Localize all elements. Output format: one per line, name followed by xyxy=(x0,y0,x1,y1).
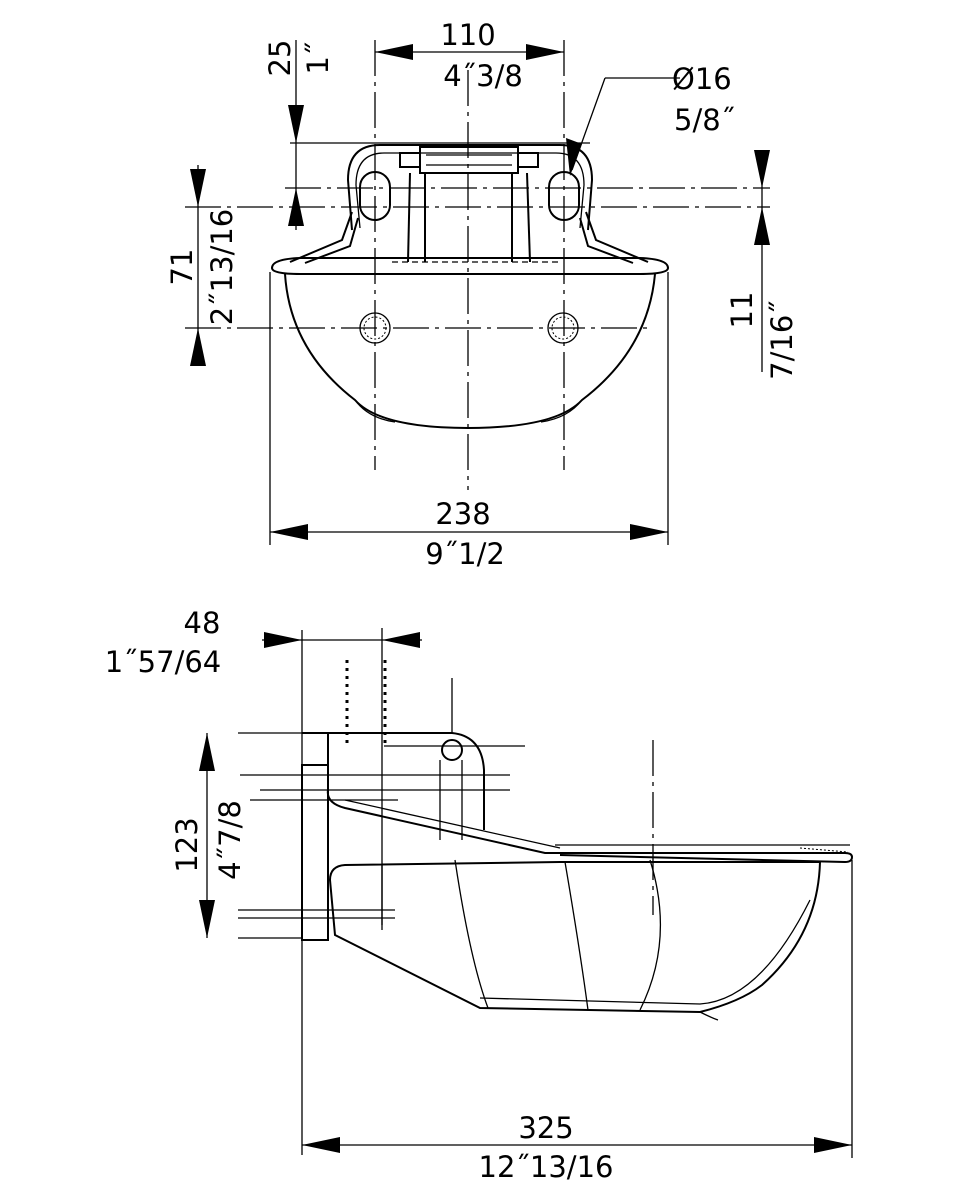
paddle-tip-texture xyxy=(799,847,849,853)
front-view xyxy=(185,40,770,490)
wall-plate xyxy=(301,764,329,941)
dim-front-width: 238 9˝1/2 xyxy=(269,272,669,571)
hole-diameter-inch: 5/8˝ xyxy=(674,103,735,137)
side-length-inch: 12˝13/16 xyxy=(479,1150,614,1184)
dim-hole-diameter: Ø16 5/8˝ xyxy=(566,62,735,176)
bowl-front-line xyxy=(454,859,662,1011)
hole-spacing-inch: 4˝3/8 xyxy=(443,59,523,93)
right-mount-hole-thread xyxy=(551,316,575,340)
top-offset-mm: 25 xyxy=(263,40,297,77)
bowl-bottom xyxy=(354,399,583,423)
right-slot xyxy=(548,171,580,221)
bracket-mm: 48 xyxy=(184,606,221,640)
side-height-mm: 123 xyxy=(170,817,204,872)
front-height-inch: 2˝13/16 xyxy=(205,209,239,326)
bowl-rim xyxy=(270,257,670,275)
slot-mm: 11 xyxy=(725,292,759,329)
left-mount-hole xyxy=(359,312,391,344)
right-mount-hole xyxy=(547,312,579,344)
mounting-bracket xyxy=(346,144,594,231)
right-arm xyxy=(585,211,649,263)
valve-nut-left xyxy=(399,152,421,168)
hole-diameter-mm: Ø16 xyxy=(672,62,732,96)
dim-front-height: 71 2˝13/16 xyxy=(165,165,239,366)
dim-slot: 11 7/16˝ xyxy=(725,150,799,380)
bowl-lip xyxy=(699,1011,719,1021)
side-length-mm: 325 xyxy=(518,1111,573,1145)
top-offset-inch: 1˝ xyxy=(301,42,335,75)
valve-nut-right xyxy=(517,152,539,168)
left-mount-hole-thread xyxy=(363,316,387,340)
front-width-mm: 238 xyxy=(435,497,490,531)
paddle-lever-inner xyxy=(344,799,561,849)
dim-top-offset: 25 1˝ xyxy=(263,40,335,230)
bowl-bottom-edge xyxy=(479,899,811,1005)
dim-bracket: 48 1˝57/64 xyxy=(105,606,422,679)
bowl xyxy=(284,273,656,430)
left-slot xyxy=(359,171,391,221)
bracket-inch: 1˝57/64 xyxy=(105,645,222,679)
valve-stem xyxy=(407,172,411,263)
dim-side-length: 325 12˝13/16 xyxy=(302,860,853,1184)
valve-body xyxy=(419,146,519,174)
paddle-lever xyxy=(326,789,854,864)
side-bracket xyxy=(302,732,485,830)
dim-side-height: 123 4˝7/8 xyxy=(170,733,247,938)
side-bowl xyxy=(328,861,822,1014)
front-width-inch: 9˝1/2 xyxy=(425,537,505,571)
side-view xyxy=(238,628,854,1155)
front-height-mm: 71 xyxy=(165,249,199,286)
dim-hole-spacing: 110 4˝3/8 xyxy=(375,18,564,93)
left-arm xyxy=(289,211,353,263)
left-arm xyxy=(304,217,359,264)
slot-inch: 7/16˝ xyxy=(765,300,799,380)
hole-spacing-mm: 110 xyxy=(440,18,495,52)
bracket-inner-edge xyxy=(355,152,585,229)
pivot-hole xyxy=(441,739,463,761)
valve-stem xyxy=(526,172,531,263)
side-height-inch: 4˝7/8 xyxy=(213,800,247,880)
